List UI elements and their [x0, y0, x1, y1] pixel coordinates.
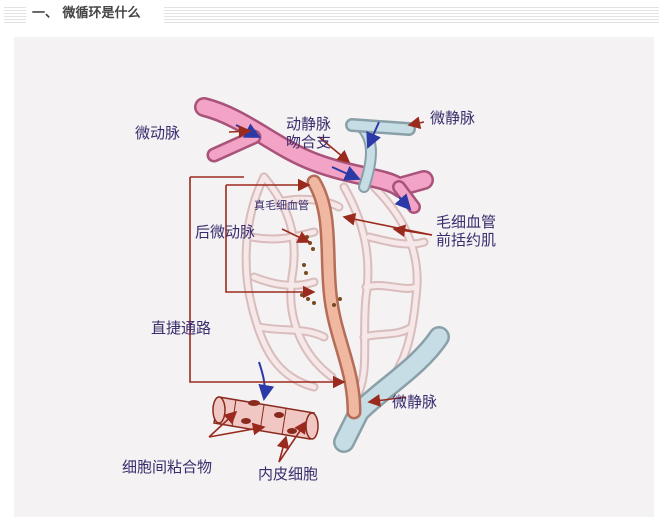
section-header: 一、 微循环是什么: [0, 0, 663, 30]
leader-lines: [189, 116, 433, 463]
label-endothelial-cell: 内皮细胞: [258, 465, 318, 483]
label-metarteriole: 后微动脉: [195, 223, 255, 241]
header-stripes-right: [164, 5, 659, 23]
label-venule-top: 微静脉: [430, 109, 475, 127]
label-venule-bottom: 微静脉: [392, 393, 437, 411]
label-arteriole: 微动脉: [135, 124, 180, 142]
label-av-anastomosis-line2: 吻合支: [286, 133, 331, 151]
microcirculation-diagram: 微动脉 动静脉 吻合支 微静脉 真毛细血管 毛细血管 前括约肌 后微动脉 直捷通…: [14, 37, 654, 517]
endothelium-segment: [212, 396, 319, 440]
label-precapillary-sphincter-line1: 毛细血管: [436, 213, 496, 231]
label-true-capillary: 真毛细血管: [254, 198, 309, 212]
label-intercellular-cement: 细胞间粘合物: [122, 458, 212, 476]
label-av-anastomosis-line1: 动静脉: [286, 115, 331, 133]
label-precapillary-sphincter-line2: 前括约肌: [436, 231, 496, 249]
microcirculation-illustration: 微动脉 动静脉 吻合支 微静脉 真毛细血管 毛细血管 前括约肌 后微动脉 直捷通…: [122, 97, 496, 483]
section-title: 一、 微循环是什么: [32, 6, 141, 21]
header-stripes-left: [4, 5, 26, 23]
label-thoroughfare-channel: 直捷通路: [151, 319, 211, 337]
